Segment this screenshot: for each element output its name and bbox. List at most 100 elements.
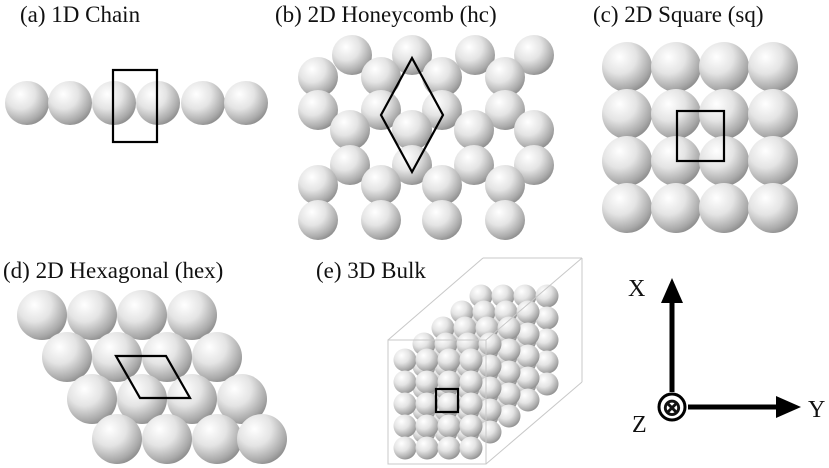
honeycomb-atom: [392, 110, 432, 150]
bulk-atom: [393, 348, 417, 372]
square-atom: [748, 183, 798, 233]
hexagonal-atom: [167, 290, 217, 340]
honeycomb-atom: [361, 57, 401, 97]
honeycomb-atom: [422, 57, 462, 97]
hexagonal-atom: [67, 290, 117, 340]
coordinate-axes: ⊗ X Y Z: [628, 276, 825, 438]
bulk-atom: [393, 370, 417, 394]
bulk-atom: [535, 284, 559, 308]
bulk-atom: [478, 398, 502, 422]
chain-atom: [48, 81, 92, 125]
y-axis-label: Y: [808, 397, 825, 423]
bulk-atom: [415, 436, 439, 460]
honeycomb-atom: [422, 165, 462, 205]
panel-a-chain-atoms: [5, 81, 268, 125]
square-atom: [602, 136, 652, 186]
bulk-atom: [497, 316, 521, 340]
panel-e-label: (e) 3D Bulk: [316, 258, 426, 283]
bulk-atom: [437, 392, 461, 416]
honeycomb-atom: [454, 145, 494, 185]
hexagonal-atom: [117, 290, 167, 340]
bulk-atom: [393, 436, 417, 460]
bulk-atom: [415, 370, 439, 394]
honeycomb-atom: [514, 145, 554, 185]
honeycomb-atom: [298, 57, 338, 97]
bulk-atom: [516, 300, 540, 324]
z-axis-label: Z: [632, 412, 647, 438]
honeycomb-atom: [298, 165, 338, 205]
panel-d-label: (d) 2D Hexagonal (hex): [3, 258, 223, 283]
honeycomb-atom: [361, 165, 401, 205]
bulk-atom: [393, 414, 417, 438]
panel-a-label: (a) 1D Chain: [20, 2, 141, 27]
bulk-atom: [415, 348, 439, 372]
bulk-atom: [535, 350, 559, 374]
panel-b-unit-cell: [379, 55, 445, 175]
bulk-atom: [497, 404, 521, 428]
panel-e-bulk-box: [387, 257, 583, 465]
honeycomb-atom: [485, 165, 525, 205]
honeycomb-atom: [332, 35, 372, 75]
square-atom: [602, 42, 652, 92]
hexagonal-atom: [17, 290, 67, 340]
panel-e-unit-cell: [434, 387, 460, 414]
honeycomb-atom: [485, 57, 525, 97]
hexagonal-atom: [92, 414, 142, 464]
bulk-atom: [516, 344, 540, 368]
square-atom: [602, 89, 652, 139]
honeycomb-atom: [485, 200, 525, 240]
honeycomb-atom: [422, 90, 462, 130]
hexagonal-atom: [217, 374, 267, 424]
panel-d-unit-cell: [114, 354, 192, 400]
honeycomb-atom: [455, 35, 495, 75]
bulk-atom: [478, 332, 502, 356]
panel-b-honeycomb-atoms: [298, 35, 554, 240]
bulk-atom: [459, 348, 483, 372]
bulk-atom: [535, 328, 559, 352]
hexagonal-atom: [192, 414, 242, 464]
bulk-atom: [415, 414, 439, 438]
panel-d-hexagonal-atoms: [17, 290, 287, 464]
hexagonal-atom: [237, 414, 287, 464]
bulk-atom: [437, 348, 461, 372]
bulk-atom: [497, 382, 521, 406]
panel-c-unit-cell: [675, 109, 726, 163]
bulk-atom: [459, 370, 483, 394]
hexagonal-atom: [167, 374, 217, 424]
chain-atom: [224, 81, 268, 125]
bulk-atom: [497, 360, 521, 384]
bulk-atom: [478, 420, 502, 444]
honeycomb-atom: [392, 35, 432, 75]
bulk-atom: [459, 436, 483, 460]
bulk-atom: [478, 376, 502, 400]
bulk-atom: [459, 414, 483, 438]
x-axis-arrowhead: [661, 278, 683, 303]
bulk-atom: [415, 392, 439, 416]
bulk-atom: [516, 388, 540, 412]
bulk-atom: [497, 338, 521, 362]
panel-b-label: (b) 2D Honeycomb (hc): [275, 2, 497, 27]
square-atom: [651, 42, 701, 92]
hexagonal-atom: [192, 332, 242, 382]
honeycomb-atom: [298, 90, 338, 130]
honeycomb-atom: [422, 200, 462, 240]
bulk-atom: [459, 392, 483, 416]
bulk-atom: [437, 414, 461, 438]
chain-atom: [181, 81, 225, 125]
honeycomb-atom: [361, 90, 401, 130]
honeycomb-atom: [514, 35, 554, 75]
square-atom: [748, 89, 798, 139]
square-atom: [748, 42, 798, 92]
panel-c-label: (c) 2D Square (sq): [593, 2, 764, 27]
hexagonal-atom: [142, 414, 192, 464]
z-axis-cross-icon: ⊗: [661, 393, 683, 422]
panel-e-bulk-atoms: [393, 284, 559, 460]
square-atom: [748, 136, 798, 186]
honeycomb-atom: [485, 90, 525, 130]
bulk-atom: [437, 436, 461, 460]
bulk-atom: [478, 354, 502, 378]
panel-a-unit-cell: [111, 68, 159, 144]
z-axis-into-page-circle: [657, 392, 687, 422]
hexagonal-atom: [67, 374, 117, 424]
